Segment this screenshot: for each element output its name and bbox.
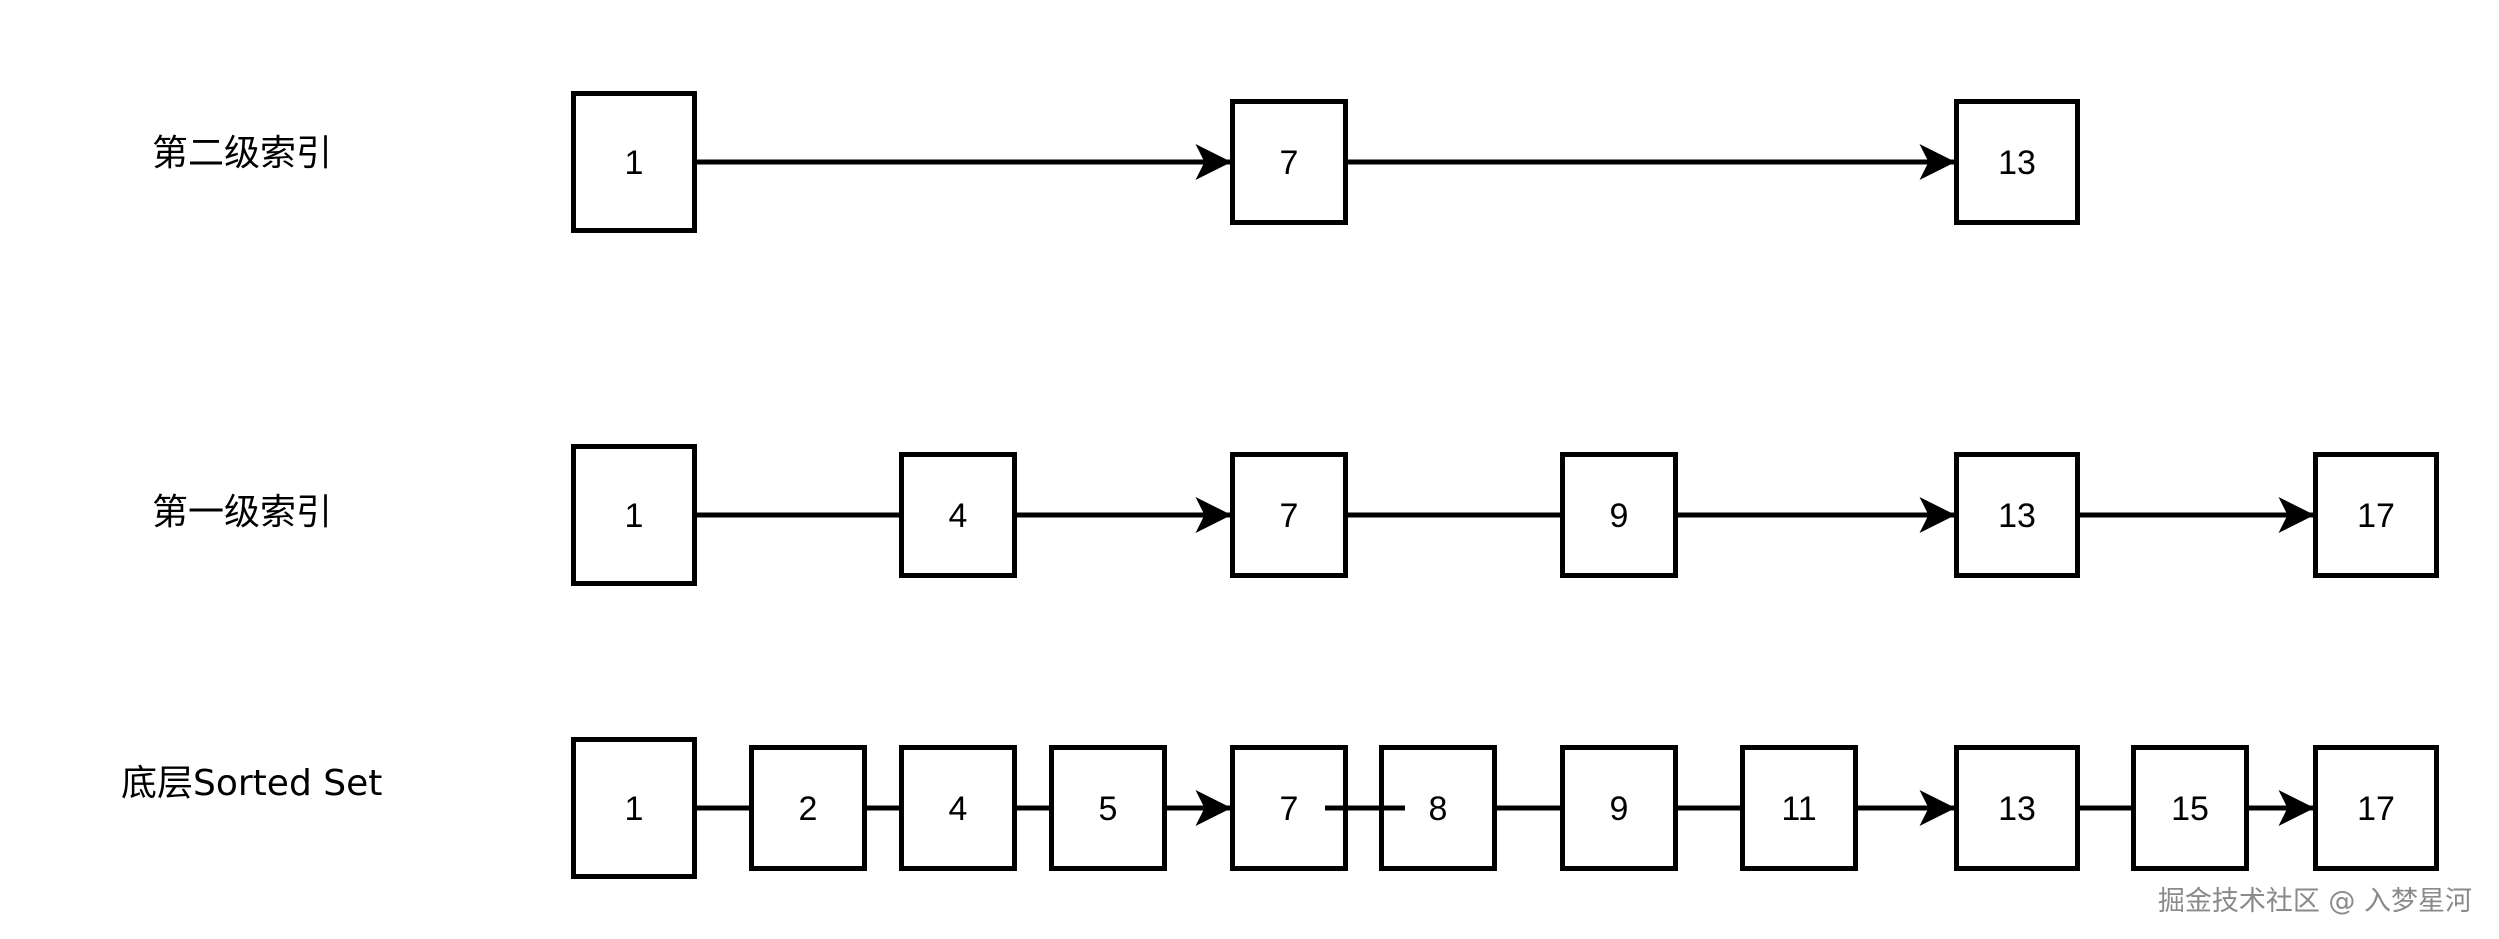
node-value: 7: [1280, 790, 1299, 828]
node-value: 4: [949, 790, 968, 828]
node-box: [2131, 745, 2249, 871]
node-level2-15: 15: [2131, 745, 2249, 871]
node-box: [899, 452, 1017, 578]
node-level1-9: 9: [1560, 452, 1678, 578]
node-level0-1: 1: [571, 91, 697, 233]
node-value: 13: [1998, 144, 2036, 182]
node-box: [1740, 745, 1858, 871]
node-level2-11: 11: [1740, 745, 1858, 871]
node-level2-1: 1: [571, 737, 697, 879]
node-value: 5: [1099, 790, 1118, 828]
level-label-second-index: 第二级索引: [152, 133, 332, 174]
node-level2-5: 5: [1049, 745, 1167, 871]
node-level1-17: 17: [2313, 452, 2439, 578]
node-level1-1: 1: [571, 444, 697, 586]
node-box: [1954, 745, 2080, 871]
node-level2-4: 4: [899, 745, 1017, 871]
node-level2-2: 2: [749, 745, 867, 871]
node-box: [899, 745, 1017, 871]
node-box: [2313, 745, 2439, 871]
node-value: 7: [1280, 144, 1299, 182]
node-value: 1: [625, 144, 644, 182]
node-value: 13: [1998, 497, 2036, 535]
node-box: [1954, 99, 2080, 225]
node-level1-7: 7: [1230, 452, 1348, 578]
node-box: [571, 737, 697, 879]
watermark: 掘金技术社区 @ 入梦星河: [2158, 886, 2472, 917]
node-level0-7: 7: [1230, 99, 1348, 225]
node-box: [2313, 452, 2439, 578]
node-value: 15: [2171, 790, 2209, 828]
node-box: [1049, 745, 1167, 871]
node-level0-13: 13: [1954, 99, 2080, 225]
node-box: [1954, 452, 2080, 578]
node-box: [1230, 452, 1348, 578]
level-label-base-sorted-set: 底层Sorted Set: [121, 763, 382, 804]
level-label-first-index: 第一级索引: [152, 492, 332, 533]
node-value: 7: [1280, 497, 1299, 535]
node-level1-4: 4: [899, 452, 1017, 578]
node-value: 8: [1429, 790, 1448, 828]
node-value: 1: [625, 497, 644, 535]
node-level2-9: 9: [1560, 745, 1678, 871]
node-value: 17: [2357, 790, 2395, 828]
node-level1-13: 13: [1954, 452, 2080, 578]
node-value: 11: [1781, 790, 1816, 828]
node-value: 1: [625, 790, 644, 828]
node-box: [1560, 452, 1678, 578]
node-value: 9: [1610, 497, 1629, 535]
node-box: [571, 91, 697, 233]
node-value: 17: [2357, 497, 2395, 535]
node-box: [749, 745, 867, 871]
node-value: 13: [1998, 790, 2036, 828]
node-level2-13: 13: [1954, 745, 2080, 871]
node-level2-17: 17: [2313, 745, 2439, 871]
node-value: 2: [799, 790, 818, 828]
node-box: [571, 444, 697, 586]
node-box: [1560, 745, 1678, 871]
node-box: [1230, 99, 1348, 225]
node-value: 4: [949, 497, 968, 535]
node-value: 9: [1610, 790, 1629, 828]
